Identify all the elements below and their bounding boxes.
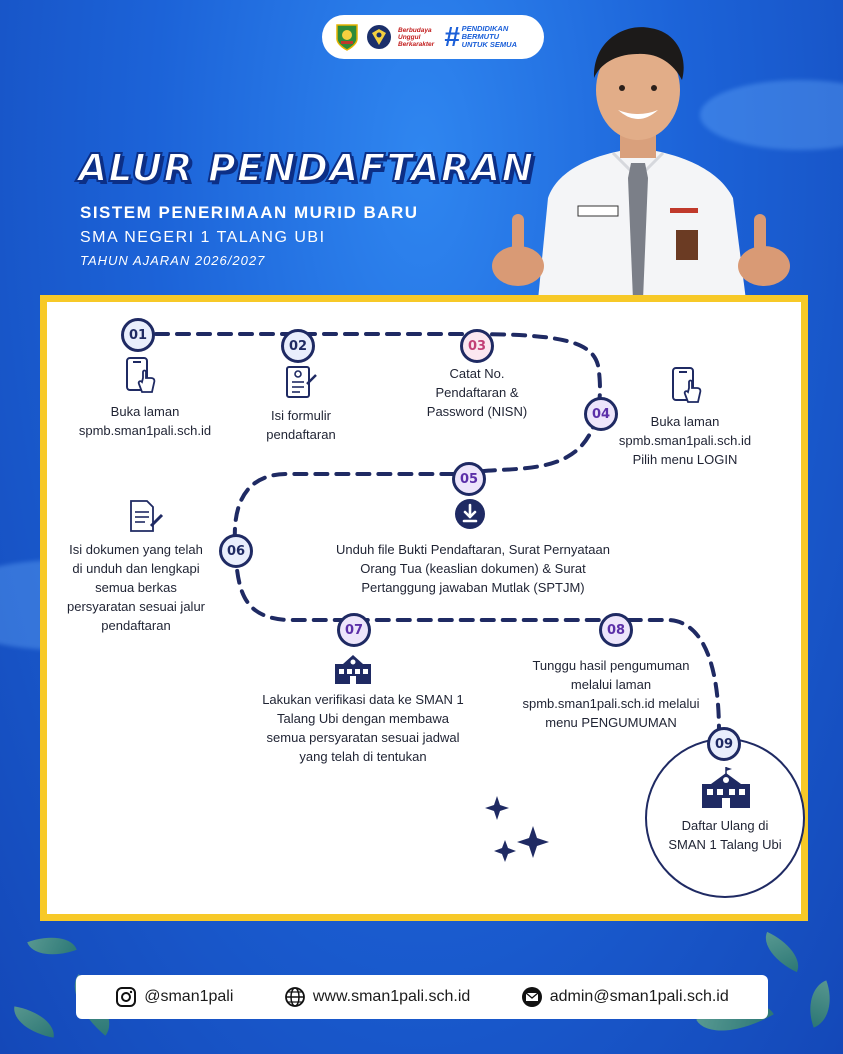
step-badge-03: 03 bbox=[460, 329, 494, 363]
leaf-decoration bbox=[800, 980, 840, 1028]
step-text-08: Tunggu hasil pengumuman melalui laman sp… bbox=[522, 658, 700, 730]
globe-icon bbox=[284, 987, 305, 1007]
hashtag-line: BERMUTU bbox=[461, 32, 500, 41]
phone-tap-icon bbox=[126, 357, 156, 393]
ministry-emblem-icon bbox=[367, 25, 391, 49]
instagram-icon bbox=[116, 987, 137, 1007]
step-badge-02: 02 bbox=[281, 329, 315, 363]
sparkle-icon bbox=[485, 796, 549, 862]
hashtag-symbol: # bbox=[444, 21, 460, 52]
website-contact[interactable]: www.sman1pali.sch.id bbox=[284, 986, 470, 1008]
hashtag-line: UNTUK SEMUA bbox=[461, 40, 517, 49]
phone-tap-icon bbox=[672, 367, 702, 403]
hashtag-line: PENDIDIKAN bbox=[461, 24, 509, 33]
leaf-decoration bbox=[27, 927, 77, 965]
regional-emblem-icon bbox=[336, 24, 358, 51]
step-text-06: Isi dokumen yang telah di unduh dan leng… bbox=[66, 542, 206, 633]
school-name: SMA NEGERI 1 TALANG UBI bbox=[80, 229, 326, 246]
document-edit-icon bbox=[130, 500, 164, 532]
email-icon bbox=[521, 987, 542, 1007]
leaf-decoration bbox=[756, 931, 808, 973]
student-photo bbox=[492, 27, 790, 300]
registration-flow-card: 01 02 03 04 05 06 07 08 bbox=[40, 295, 808, 921]
step-text-04: Buka laman spmb.sman1pali.sch.id Pilih m… bbox=[618, 414, 752, 467]
step-badge-04: 04 bbox=[584, 397, 618, 431]
school-icon bbox=[702, 767, 750, 808]
step-text-05: Unduh file Bukti Pendaftaran, Surat Pern… bbox=[336, 542, 610, 595]
step-text-02: Isi formulir pendaftaran bbox=[266, 408, 336, 442]
page-subtitle: SISTEM PENERIMAAN MURID BARU bbox=[80, 203, 419, 222]
website-url[interactable]: www.sman1pali.sch.id bbox=[312, 988, 471, 1005]
academic-year: TAHUN AJARAN 2026/2027 bbox=[80, 253, 266, 268]
download-icon bbox=[455, 499, 485, 529]
flow-path bbox=[133, 332, 721, 734]
step-badge-05: 05 bbox=[452, 462, 486, 496]
step-text-01: Buka laman spmb.sman1pali.sch.id bbox=[78, 404, 212, 438]
step-text-09: Daftar Ulang di SMAN 1 Talang Ubi bbox=[668, 818, 782, 852]
contact-footer: @sman1pali www.sman1pali.sch.id admin@sm… bbox=[76, 975, 768, 1019]
instagram-handle[interactable]: @sman1pali bbox=[144, 988, 234, 1005]
email-contact[interactable]: admin@sman1pali.sch.id bbox=[521, 986, 729, 1008]
step-badge-01: 01 bbox=[121, 318, 155, 352]
step-badge-09: 09 bbox=[707, 727, 741, 761]
instagram-contact[interactable]: @sman1pali bbox=[115, 986, 233, 1008]
email-address[interactable]: admin@sman1pali.sch.id bbox=[549, 988, 729, 1005]
step-text-07: Lakukan verifikasi data ke SMAN 1 Talang… bbox=[262, 692, 464, 764]
step-badge-06: 06 bbox=[219, 534, 253, 568]
step-text-03: Catat No. Pendaftaran & Password (NISN) bbox=[426, 366, 528, 419]
step-badge-08: 08 bbox=[599, 613, 633, 647]
school-icon bbox=[335, 655, 371, 684]
logo-banner: Berbudaya Unggul Berkarakter # PENDIDIKA… bbox=[322, 15, 544, 59]
page-title: ALUR PENDAFTARAN bbox=[77, 145, 535, 191]
leaf-decoration bbox=[10, 1006, 58, 1038]
form-icon bbox=[286, 366, 317, 398]
step-badge-07: 07 bbox=[337, 613, 371, 647]
hashtag-logo: # PENDIDIKAN BERMUTU UNTUK SEMUA bbox=[444, 23, 517, 51]
logo-tagline: Berbudaya Unggul Berkarakter bbox=[398, 26, 435, 48]
